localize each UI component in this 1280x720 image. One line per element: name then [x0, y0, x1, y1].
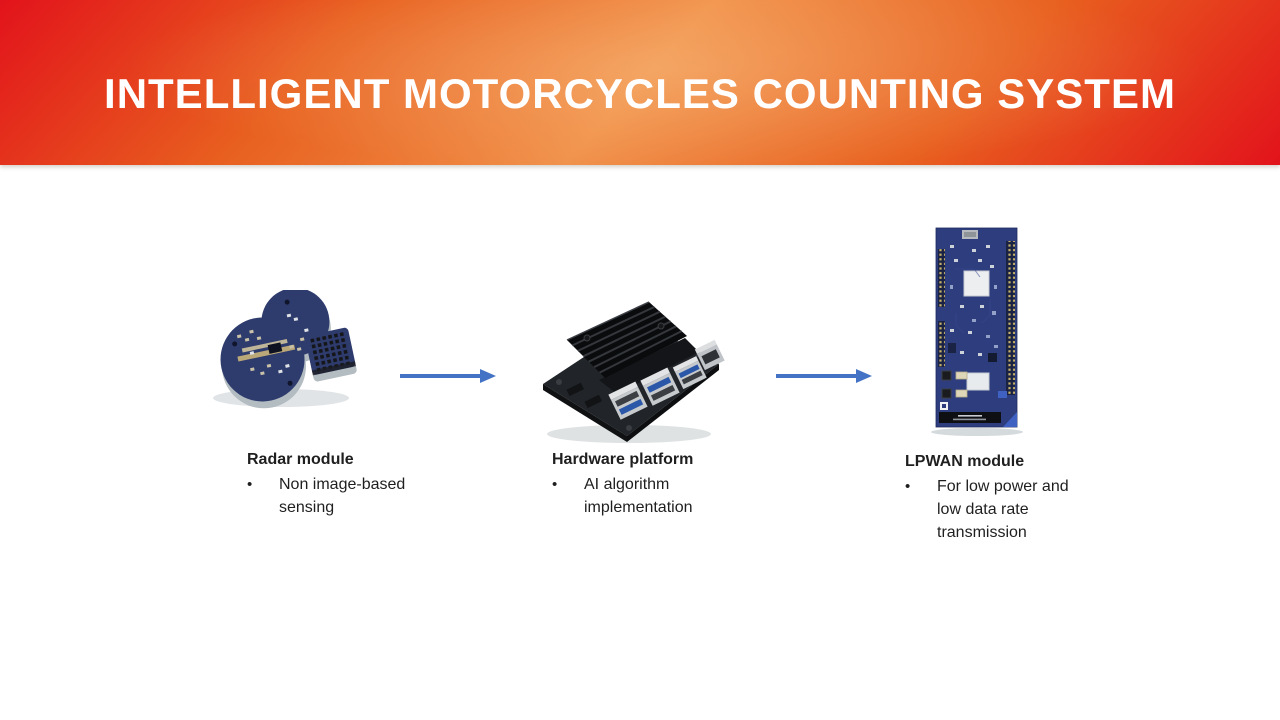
- lpwan-module-caption: LPWAN module • For low power and low dat…: [905, 450, 1095, 544]
- component-bullet-text: For low power and low data rate transmis…: [937, 478, 1069, 541]
- component-bullet-text: AI algorithm implementation: [584, 476, 693, 516]
- component-bullet-text: Non image-based sensing: [279, 476, 406, 516]
- bullet-icon: •: [247, 476, 253, 493]
- component-title: Hardware platform: [552, 451, 694, 468]
- bullet-icon: •: [905, 478, 911, 495]
- title-banner: INTELLIGENT MOTORCYCLES COUNTING SYSTEM: [0, 0, 1280, 165]
- hardware-platform-caption: Hardware platform • AI algorithm impleme…: [552, 448, 737, 519]
- flow-arrow-icon: [776, 369, 872, 383]
- lpwan-module-image: [931, 227, 1023, 436]
- component-title: LPWAN module: [905, 453, 1025, 470]
- hardware-platform-figure: [533, 286, 725, 448]
- radar-module-caption: Radar module • Non image-based sensing: [247, 448, 432, 519]
- hardware-platform-image: [543, 301, 725, 443]
- radar-module-figure: [203, 290, 363, 414]
- slide-title: INTELLIGENT MOTORCYCLES COUNTING SYSTEM: [104, 70, 1176, 117]
- bullet-icon: •: [552, 476, 558, 493]
- lpwan-module-figure: [920, 225, 1036, 439]
- radar-module-image: [213, 290, 357, 409]
- flow-arrow-icon: [400, 369, 496, 383]
- component-title: Radar module: [247, 451, 354, 468]
